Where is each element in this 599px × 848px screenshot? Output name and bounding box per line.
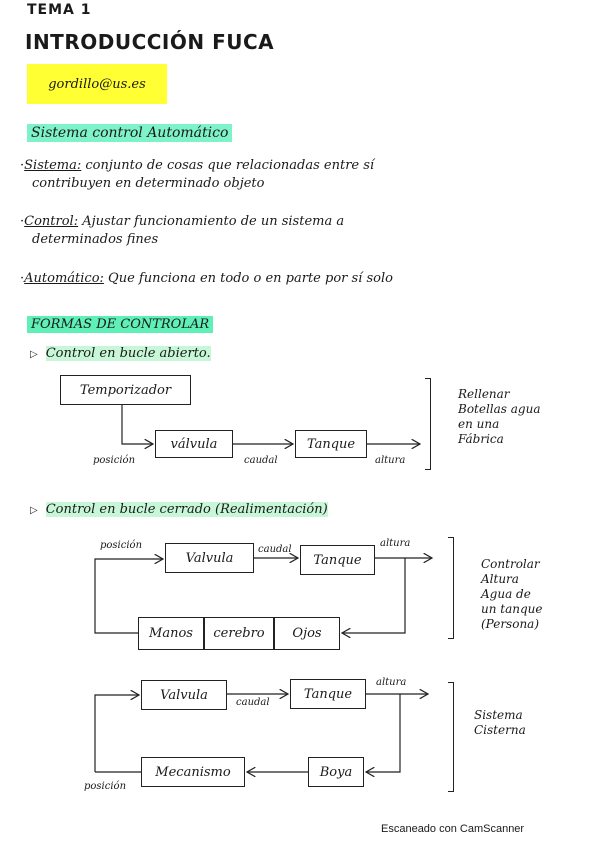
bullet: · xyxy=(20,214,25,229)
definition-text: conjunto de cosas que relacionadas entre… xyxy=(81,158,375,173)
triangle-icon: ▷ xyxy=(30,349,38,360)
box-valvula-cisterna: Valvula xyxy=(141,680,227,710)
label-altura-open: altura xyxy=(375,455,406,466)
scanner-watermark: Escaneado con CamScanner xyxy=(381,823,525,835)
label-posicion-cisterna: posición xyxy=(84,781,127,792)
definition-text: Que funciona en todo o en parte por sí s… xyxy=(103,271,393,286)
box-cerebro: cerebro xyxy=(204,617,274,650)
arrow-temporizador-valvula xyxy=(121,405,153,444)
section2-heading: FORMAS DE CONTROLAR xyxy=(27,316,214,333)
bullet: · xyxy=(20,158,25,173)
open-loop-title-text: Control en bucle abierto. xyxy=(45,346,211,361)
term-control: Control: xyxy=(24,214,79,229)
email-text: gordillo@us.es xyxy=(48,76,146,92)
closed-loop-title: ▷ Control en bucle cerrado (Realimentació… xyxy=(30,502,328,517)
definition-text: Ajustar funcionamiento de un sistema a xyxy=(78,214,345,229)
box-temporizador: Temporizador xyxy=(60,375,191,405)
feedback-altura-ojos xyxy=(342,558,406,633)
feedback-altura-boya xyxy=(366,694,401,772)
arrow-posicion-valvula-cisterna xyxy=(94,695,139,772)
box-valvula-open: válvula xyxy=(155,430,233,458)
definition-control: ·Control: Ajustar funcionamiento de un s… xyxy=(20,213,344,249)
bullet: · xyxy=(20,271,25,286)
label-caudal-cisterna: caudal xyxy=(236,697,270,708)
label-posicion-open: posición xyxy=(93,455,136,466)
box-tanque-open: Tanque xyxy=(295,430,367,458)
note-cisterna: Sistema Cisterna xyxy=(474,708,526,737)
arrow-posicion-valvula xyxy=(94,559,163,625)
box-tanque-cisterna: Tanque xyxy=(290,679,366,709)
definition-text-cont: determinados fines xyxy=(32,232,159,247)
definition-text-cont: contribuyen en determinado objeto xyxy=(32,176,265,191)
closed-loop-title-text: Control en bucle cerrado (Realimentación… xyxy=(45,502,328,517)
definition-sistema: ·Sistema: conjunto de cosas que relacion… xyxy=(20,157,374,193)
section1-heading: Sistema control Automático xyxy=(27,124,233,142)
feedback-manos-start xyxy=(94,625,138,634)
bracket-cisterna xyxy=(448,682,454,792)
note-open-loop: Rellenar Botellas agua en una Fábrica xyxy=(458,387,541,446)
box-ojos: Ojos xyxy=(274,617,340,650)
term-sistema: Sistema: xyxy=(24,158,82,173)
bracket-closed xyxy=(448,537,454,639)
label-caudal-open: caudal xyxy=(244,455,278,466)
label-posicion-closed: posición xyxy=(100,540,143,551)
box-mecanismo: Mecanismo xyxy=(141,757,245,787)
note-closed-loop: Controlar Altura Agua de un tanque (Pers… xyxy=(481,557,543,631)
email-highlight: gordillo@us.es xyxy=(27,64,167,104)
box-valvula-closed: Valvula xyxy=(165,543,254,573)
definition-automatico: ·Automático: Que funciona en todo o en p… xyxy=(20,270,393,288)
open-loop-title: ▷ Control en bucle abierto. xyxy=(30,346,211,361)
label-altura-closed: altura xyxy=(380,538,411,549)
label-altura-cisterna: altura xyxy=(376,677,407,688)
tema-label: TEMA 1 xyxy=(27,2,92,18)
triangle-icon: ▷ xyxy=(30,505,38,516)
box-boya: Boya xyxy=(308,757,364,787)
box-manos: Manos xyxy=(138,617,204,650)
page-title: INTRODUCCIÓN FUCA xyxy=(25,30,275,54)
label-caudal-closed: caudal xyxy=(258,544,292,555)
term-automatico: Automático: xyxy=(24,271,104,286)
bracket-open xyxy=(425,378,431,470)
box-tanque-closed: Tanque xyxy=(300,545,375,575)
